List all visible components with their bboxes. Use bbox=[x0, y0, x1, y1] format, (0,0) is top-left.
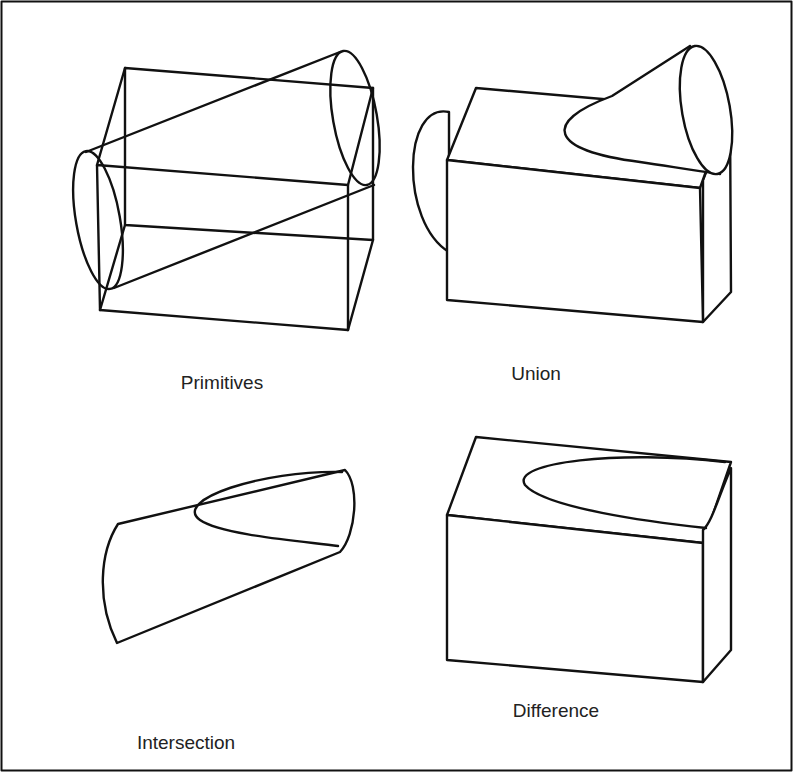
figure-caption: Union bbox=[511, 363, 561, 386]
box-edge bbox=[97, 68, 125, 165]
box-edge bbox=[348, 88, 373, 185]
box-front bbox=[447, 160, 703, 322]
difference-figure bbox=[447, 437, 731, 682]
union-figure bbox=[413, 42, 741, 322]
cylinder-side bbox=[86, 52, 340, 152]
figure-caption: Primitives bbox=[181, 372, 263, 395]
box-front bbox=[97, 165, 348, 330]
cylinder-end bbox=[64, 147, 132, 293]
box-front bbox=[447, 515, 703, 682]
cylinder-side bbox=[114, 185, 374, 288]
box-edge bbox=[348, 240, 373, 330]
cylinder-end bbox=[322, 47, 389, 189]
cylinder-end bbox=[671, 42, 741, 178]
cylinder-lobe bbox=[413, 111, 449, 252]
box-back bbox=[125, 68, 373, 240]
figure-caption: Difference bbox=[513, 700, 599, 723]
primitives-figure bbox=[64, 47, 388, 330]
box-right bbox=[703, 468, 731, 682]
intersection-figure bbox=[103, 470, 355, 643]
intersection-solid bbox=[103, 470, 355, 643]
surface-curve bbox=[195, 472, 342, 546]
groove-curve bbox=[524, 457, 725, 528]
figure-caption: Intersection bbox=[137, 732, 235, 755]
